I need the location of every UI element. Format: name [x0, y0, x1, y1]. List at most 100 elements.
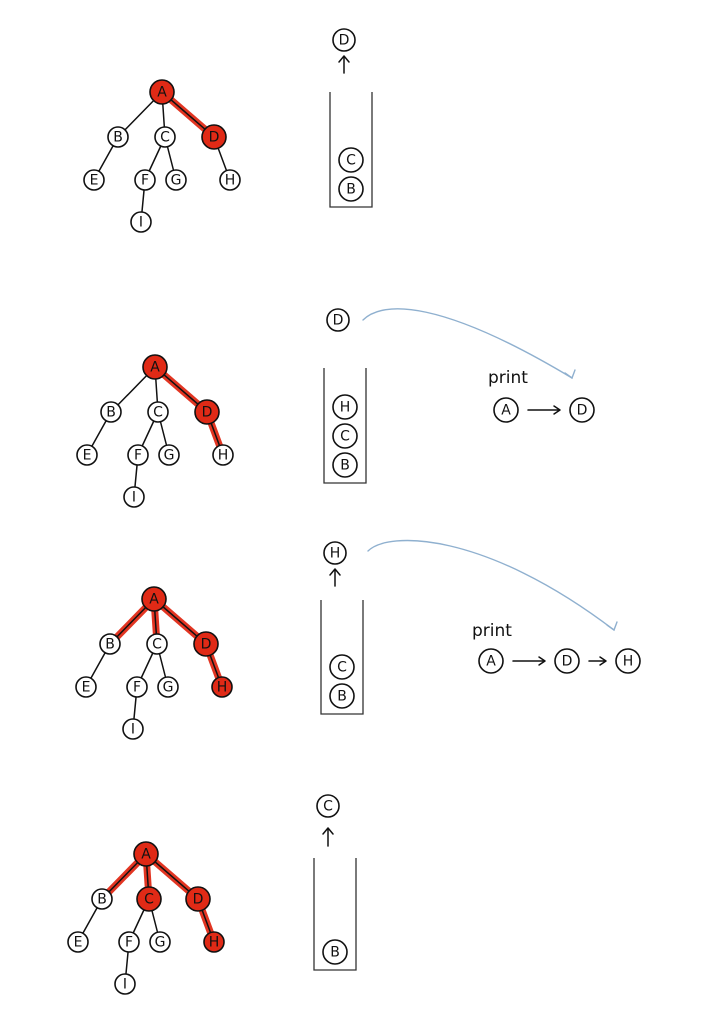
tree-node-A: A [142, 354, 168, 380]
svg-text:F: F [141, 173, 149, 189]
tree-node-B: B [99, 633, 121, 655]
svg-text:B: B [337, 689, 347, 705]
sequence-arrow [512, 656, 546, 666]
tree-node-C: C [154, 126, 176, 148]
popped-node: C [316, 794, 340, 818]
svg-text:C: C [323, 799, 333, 815]
svg-text:A: A [149, 592, 159, 608]
stack-item-B: B [322, 939, 348, 965]
svg-text:B: B [105, 637, 115, 653]
panel-4: A B C D E F G H I B C [67, 794, 357, 995]
pop-arrow [322, 827, 334, 847]
tree-node-H: H [219, 169, 241, 191]
svg-text:D: D [562, 654, 573, 670]
tree-node-F: F [134, 169, 156, 191]
svg-text:A: A [157, 85, 167, 101]
popped-node: D [332, 28, 356, 52]
svg-text:A: A [486, 654, 496, 670]
svg-text:H: H [218, 448, 229, 464]
svg-text:G: G [171, 173, 182, 189]
svg-text:D: D [333, 313, 344, 329]
transfer-curve [367, 539, 618, 632]
tree-node-D: D [201, 124, 227, 150]
tree-node-I: I [130, 211, 152, 233]
stack-container [313, 858, 357, 971]
svg-text:B: B [340, 458, 350, 474]
svg-text:I: I [132, 490, 136, 506]
svg-text:D: D [209, 130, 220, 146]
tree-4: A B C D E F G H I [67, 841, 225, 995]
svg-text:A: A [150, 360, 160, 376]
stack-item-H: H [332, 394, 358, 420]
tree-node-F: F [118, 931, 140, 953]
tree-node-B: B [91, 888, 113, 910]
stack-item-C: C [332, 423, 358, 449]
tree-node-G: G [149, 931, 171, 953]
tree-node-H: H [211, 676, 233, 698]
tree-node-D: D [185, 886, 211, 912]
tree-node-B: B [100, 401, 122, 423]
stack-container [323, 368, 367, 484]
tree-node-E: E [76, 444, 98, 466]
svg-text:G: G [163, 680, 174, 696]
stack-container [329, 92, 373, 208]
tree-node-C: C [136, 886, 162, 912]
sequence-arrow [588, 656, 607, 666]
svg-text:B: B [113, 130, 123, 146]
stack-item-B: B [332, 452, 358, 478]
printed-node-D: D [569, 397, 595, 423]
tree-node-E: E [75, 676, 97, 698]
stack-3: BC [320, 600, 364, 715]
tree-node-E: E [67, 931, 89, 953]
svg-text:B: B [97, 892, 107, 908]
tree-node-B: B [107, 126, 129, 148]
tree-node-I: I [114, 973, 136, 995]
svg-text:D: D [339, 33, 350, 49]
popped-node: H [323, 541, 347, 565]
stack-item-B: B [338, 176, 364, 202]
svg-text:I: I [123, 977, 127, 993]
svg-text:A: A [141, 847, 151, 863]
svg-text:H: H [330, 546, 341, 562]
stack-1: BC [329, 92, 373, 208]
svg-text:H: H [209, 935, 220, 951]
svg-text:E: E [74, 935, 83, 951]
tree-node-A: A [149, 79, 175, 105]
svg-text:E: E [90, 173, 99, 189]
tree-node-D: D [193, 631, 219, 657]
svg-text:D: D [201, 637, 212, 653]
svg-text:G: G [155, 935, 166, 951]
printed-node-H: H [615, 648, 641, 674]
tree-node-G: G [158, 444, 180, 466]
svg-text:E: E [82, 680, 91, 696]
svg-text:C: C [144, 892, 154, 908]
svg-text:D: D [202, 405, 213, 421]
printed-node-A: A [493, 397, 519, 423]
svg-text:A: A [501, 403, 511, 419]
tree-node-H: H [203, 931, 225, 953]
popped-node: D [326, 308, 350, 332]
svg-text:B: B [106, 405, 116, 421]
tree-node-E: E [83, 169, 105, 191]
sequence-arrow [527, 405, 561, 415]
pop-arrow [338, 55, 350, 74]
print-label: print [488, 368, 528, 388]
transfer-curve [362, 308, 576, 380]
svg-text:H: H [340, 400, 351, 416]
svg-text:B: B [346, 182, 356, 198]
svg-text:F: F [134, 448, 142, 464]
tree-1: A B C D E F G H I [83, 79, 241, 233]
svg-text:H: H [217, 680, 228, 696]
stack-item-C: C [338, 147, 364, 173]
svg-text:C: C [153, 405, 163, 421]
svg-text:D: D [577, 403, 588, 419]
svg-text:H: H [225, 173, 236, 189]
printed-node-A: A [478, 648, 504, 674]
svg-text:F: F [125, 935, 133, 951]
